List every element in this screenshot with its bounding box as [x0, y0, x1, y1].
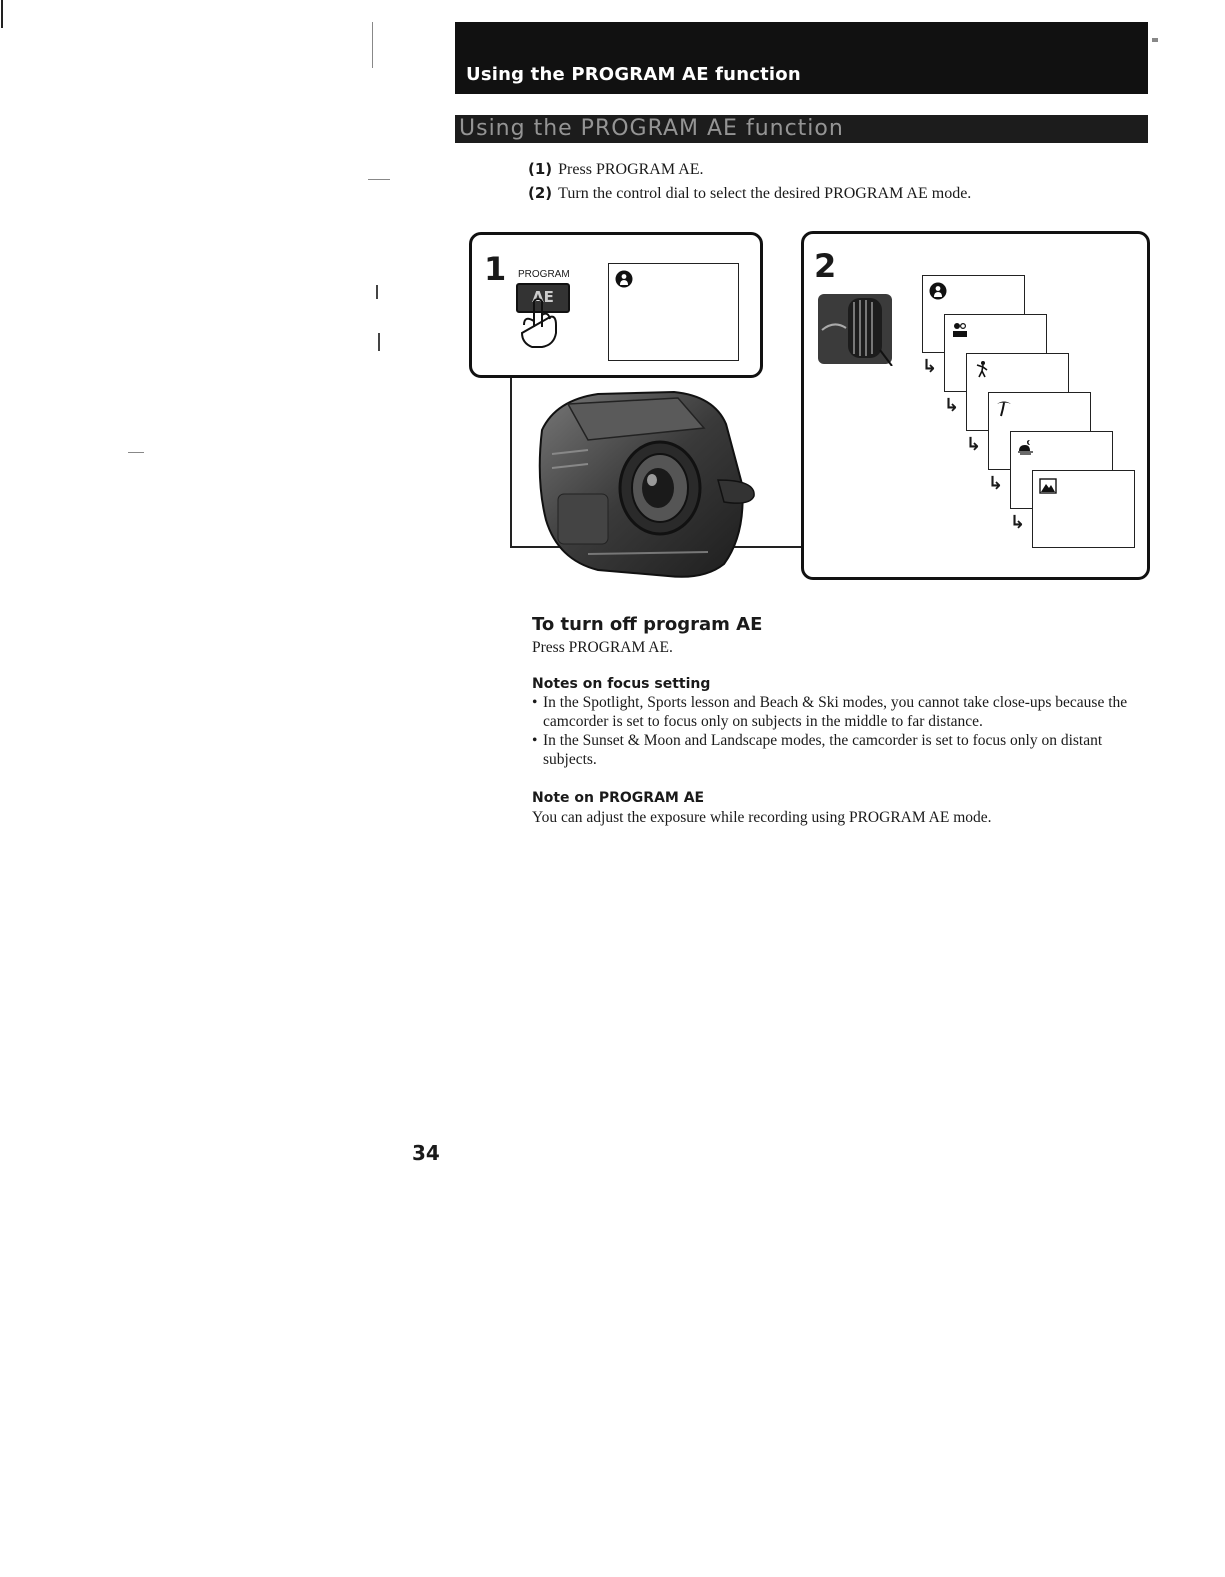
sports-lesson-icon [976, 361, 988, 378]
notes-focus-bullet-1: In the Spotlight, Sports lesson and Beac… [532, 693, 1132, 731]
beach-ski-icon [997, 401, 1011, 417]
pointing-hand-icon [520, 298, 557, 348]
step-2: (2) Turn the control dial to select the d… [528, 184, 971, 203]
subsection-bar: Using the PROGRAM AE function [455, 115, 1148, 143]
scan-mark [128, 452, 144, 453]
control-dial-illustration [818, 294, 893, 366]
next-mode-arrow-icon: ↳ [1010, 512, 1026, 533]
turn-off-heading: To turn off program AE [532, 614, 763, 635]
panel-1-number: 1 [484, 250, 507, 288]
step-2-number: (2) [528, 184, 553, 202]
figure-panel-2: 2 [801, 231, 1150, 580]
figure-panel-1: 1 PROGRAM AE [469, 232, 763, 378]
notes-focus-bullet-2: In the Sunset & Moon and Landscape modes… [532, 731, 1132, 769]
turn-off-text: Press PROGRAM AE. [532, 639, 673, 656]
step-1: (1) Press PROGRAM AE. [528, 160, 704, 179]
scan-mark [1, 0, 3, 28]
step-2-text: Turn the control dial to select the desi… [558, 185, 972, 202]
subsection-title: Using the PROGRAM AE function [459, 116, 844, 141]
landscape-icon [1039, 478, 1057, 494]
page-title: Using the PROGRAM AE function [466, 64, 801, 85]
next-mode-arrow-icon: ↳ [966, 434, 982, 455]
scan-mark [378, 333, 380, 351]
note-program-text: You can adjust the exposure while record… [532, 809, 992, 826]
portrait-icon [953, 322, 967, 337]
panel-2-number: 2 [814, 247, 837, 285]
scan-mark [372, 22, 373, 68]
spotlight-icon [929, 282, 947, 300]
mode-screen-landscape [1032, 470, 1135, 548]
sunset-moon-icon [1018, 440, 1033, 455]
viewfinder-screen [608, 263, 739, 361]
program-ae-button-text: AE [532, 288, 554, 306]
next-mode-arrow-icon: ↳ [988, 473, 1004, 494]
scan-mark [376, 285, 378, 299]
next-mode-arrow-icon: ↳ [944, 395, 960, 416]
program-label: PROGRAM [518, 269, 570, 280]
notes-focus-heading: Notes on focus setting [532, 676, 711, 692]
camcorder-illustration [538, 390, 755, 578]
note-program-heading: Note on PROGRAM AE [532, 790, 705, 806]
section-title-bar: Using the PROGRAM AE function [455, 22, 1148, 94]
step-1-text: Press PROGRAM AE. [558, 161, 704, 178]
next-mode-arrow-icon: ↳ [922, 356, 938, 377]
step-1-number: (1) [528, 160, 553, 178]
page-number: 34 [412, 1141, 440, 1165]
scan-mark [1152, 38, 1158, 42]
scan-mark [368, 179, 390, 180]
notes-focus-list: In the Spotlight, Sports lesson and Beac… [532, 693, 1132, 769]
spotlight-icon [615, 270, 633, 288]
